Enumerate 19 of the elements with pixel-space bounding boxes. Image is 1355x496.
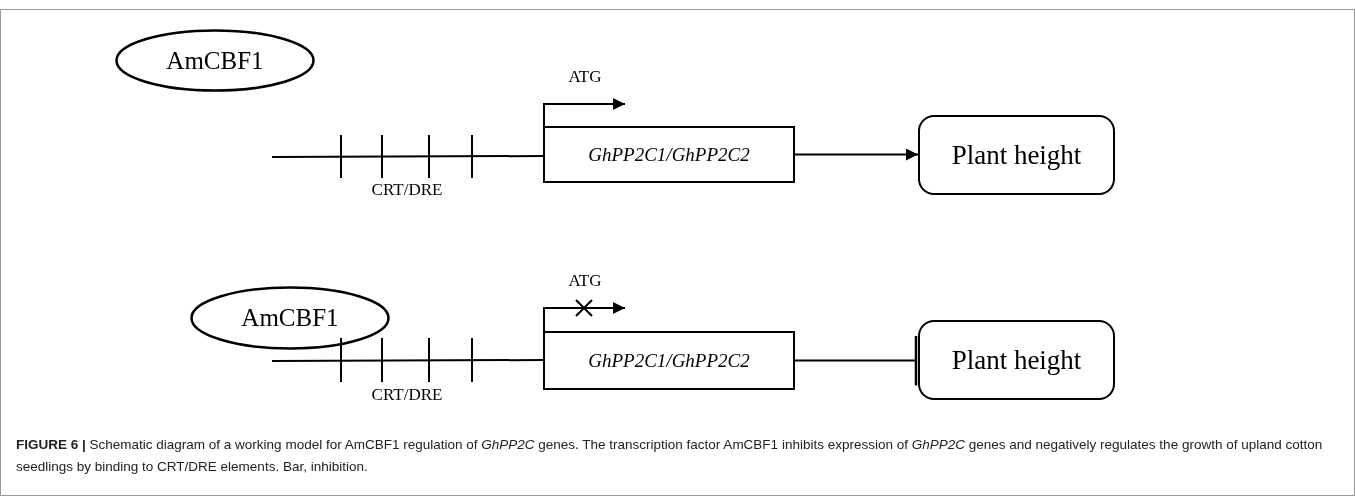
trait-name: Plant height bbox=[951, 139, 1082, 171]
gene-name: GhPP2C1/GhPP2C2 bbox=[588, 143, 750, 166]
transcription-factor-ellipse bbox=[190, 286, 390, 350]
trait-name: Plant height bbox=[951, 344, 1082, 376]
trait-box bbox=[918, 115, 1115, 195]
arrow bbox=[794, 148, 919, 161]
element-label: CRT/DRE bbox=[371, 385, 443, 405]
transcription-factor-ellipse bbox=[115, 29, 315, 92]
inhibition-line bbox=[794, 334, 918, 387]
protein-name: AmCBF1 bbox=[241, 304, 339, 332]
start-codon-label: ATG bbox=[568, 67, 602, 87]
gene-box bbox=[543, 126, 795, 183]
trait-box bbox=[918, 320, 1115, 400]
figure-caption: FIGURE 6 | Schematic diagram of a working model for AmCBF1 regulation of GhPP2C genes. The transcription factor AmCBF1 inhibits expression of GhPP2C genes and negatively regulates the growth of upland cotton seedlings by binding to CRT/DRE elements. Bar, inhibition. bbox=[16, 436, 1324, 476]
start-codon-label: ATG bbox=[568, 271, 602, 291]
element-label: CRT/DRE bbox=[371, 180, 443, 200]
gene-box bbox=[543, 331, 795, 390]
protein-name: AmCBF1 bbox=[166, 46, 264, 75]
gene-name: GhPP2C1/GhPP2C2 bbox=[588, 349, 750, 372]
